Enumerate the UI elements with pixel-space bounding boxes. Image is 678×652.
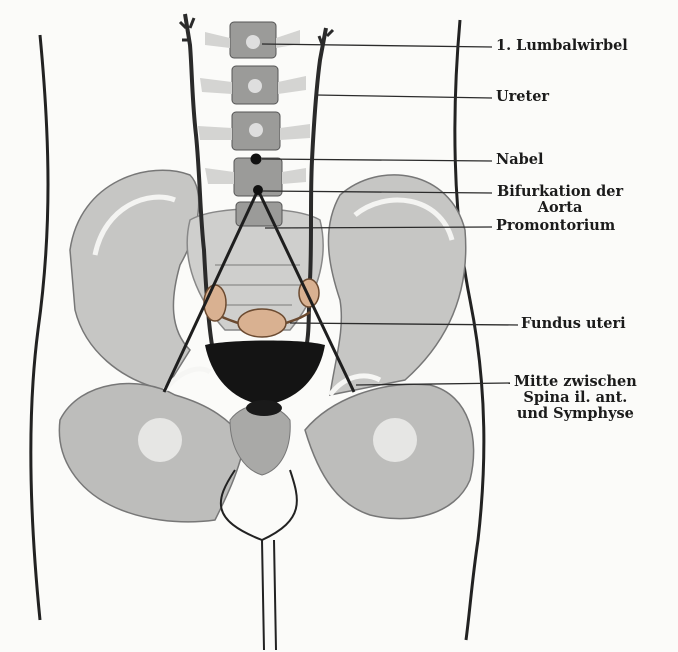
label-bifurkation: Bifurkation der Aorta [497, 184, 623, 216]
label-promontorium: Promontorium [496, 218, 615, 234]
left-ovary [204, 285, 226, 321]
bladder [205, 340, 325, 405]
label-ureter: Ureter [496, 89, 549, 105]
uterus [238, 309, 286, 337]
nabel-dot [251, 154, 262, 165]
right-iliac-wing [328, 175, 465, 395]
body-outline-left [31, 35, 48, 620]
label-lumbalwirbel: 1. Lumbalwirbel [496, 38, 628, 54]
bifurkation-dot [253, 185, 263, 195]
label-nabel: Nabel [496, 152, 544, 168]
label-fundus: Fundus uteri [521, 316, 626, 332]
label-mitte: Mitte zwischen Spina il. ant. und Symphy… [514, 374, 637, 422]
body-outline-right [455, 20, 484, 640]
